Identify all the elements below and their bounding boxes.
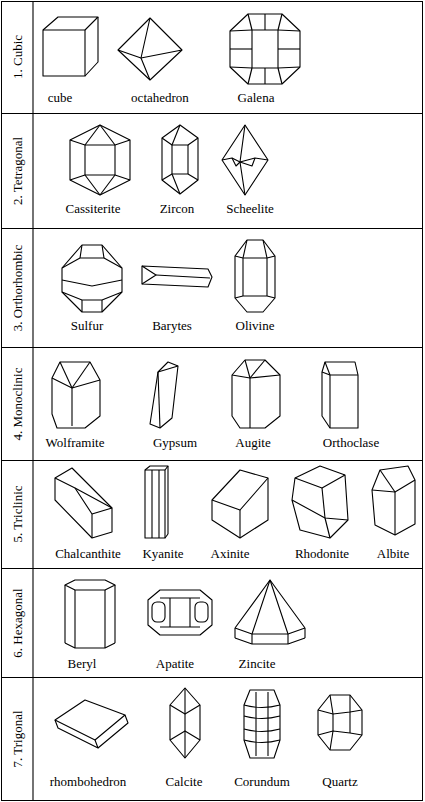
- mineral-name: Zincite: [239, 657, 276, 670]
- mineral-name: rhombohedron: [50, 775, 127, 788]
- mineral-name: Gypsum: [153, 436, 197, 449]
- cube-drawing: [43, 17, 98, 76]
- mineral-name: Apatite: [156, 657, 194, 670]
- scheelite-drawing: [222, 125, 268, 195]
- system-label: 3. Orthorhombic: [11, 244, 24, 331]
- octahedron-drawing: [118, 18, 182, 80]
- chalcanthite-drawing: [55, 468, 112, 538]
- cassiterite-drawing: [70, 125, 130, 195]
- mineral-name: Scheelite: [226, 202, 274, 215]
- mineral-name: Quartz: [322, 775, 357, 788]
- mineral-name: Corundum: [234, 775, 290, 788]
- mineral-name: cube: [48, 91, 73, 104]
- augite-drawing: [232, 360, 280, 428]
- crystal-system-band: 5. TriclinicChalcanthite Kyanite Axinite Rh…: [1, 460, 423, 569]
- crystal-system-band: 1. Cubic cube octahedron Galena: [1, 1, 423, 114]
- quartz-drawing: [318, 695, 362, 750]
- sulfur-drawing: [62, 245, 122, 312]
- system-label: 6. Hexagonal: [11, 588, 24, 657]
- zircon-drawing: [162, 125, 198, 194]
- rhodonite-drawing: [292, 466, 348, 538]
- mineral-name: octahedron: [131, 91, 189, 104]
- mineral-name: Beryl: [68, 657, 97, 670]
- system-label: 4. Monoclinic: [11, 367, 24, 440]
- system-label: 1. Cubic: [11, 35, 24, 79]
- mineral-name: Albite: [377, 547, 410, 560]
- wolframite-drawing: [52, 362, 100, 428]
- mineral-name: Barytes: [152, 319, 192, 332]
- mineral-name: Sulfur: [71, 319, 104, 332]
- axinite-drawing: [212, 470, 268, 538]
- apatite-drawing: [148, 590, 212, 635]
- mineral-name: Chalcanthite: [55, 547, 121, 560]
- mineral-name: Galena: [238, 91, 275, 104]
- crystal-system-band: 4. MonoclinicWolframite Gypsum Augite Ortho…: [1, 347, 423, 461]
- olivine-drawing: [235, 240, 275, 312]
- gypsum-drawing: [150, 362, 178, 428]
- mineral-name: Kyanite: [142, 547, 183, 560]
- crystal-system-band: 2. TetragonalCassiterite Zircon Scheelite: [1, 113, 423, 229]
- system-label: 7. Trigonal: [11, 710, 24, 767]
- albite-drawing: [372, 466, 415, 535]
- mineral-name: Rhodonite: [295, 547, 349, 560]
- mineral-name: Augite: [235, 436, 270, 449]
- galena-drawing: [230, 14, 300, 84]
- mineral-name: Cassiterite: [66, 202, 121, 215]
- mineral-name: Orthoclase: [323, 436, 379, 449]
- mineral-name: Wolframite: [46, 436, 105, 449]
- mineral-name: Axinite: [211, 547, 250, 560]
- zincite-drawing: [235, 580, 305, 644]
- crystal-system-band: 6. HexagonalBeryl Apatite Zincite: [1, 568, 423, 678]
- orthoclase-drawing: [322, 362, 358, 428]
- kyanite-drawing: [145, 466, 168, 538]
- corundum-drawing: [244, 690, 280, 758]
- system-label: 2. Tetragonal: [11, 136, 24, 204]
- rhombohedron-drawing: [55, 700, 128, 748]
- barytes-drawing: [142, 266, 212, 287]
- mineral-name: Calcite: [166, 775, 203, 788]
- mineral-name: Olivine: [236, 319, 275, 332]
- crystal-system-band: 7. Trigonal rhombohedron Calcite Corundum Qu…: [1, 677, 423, 801]
- calcite-drawing: [170, 688, 200, 758]
- mineral-name: Zircon: [160, 202, 195, 215]
- beryl-drawing: [65, 580, 115, 648]
- crystal-system-band: 3. OrthorhombicSulfur Barytes Olivine: [1, 228, 423, 348]
- column-divider: [32, 1, 33, 800]
- system-label: 5. Triclinic: [11, 485, 24, 542]
